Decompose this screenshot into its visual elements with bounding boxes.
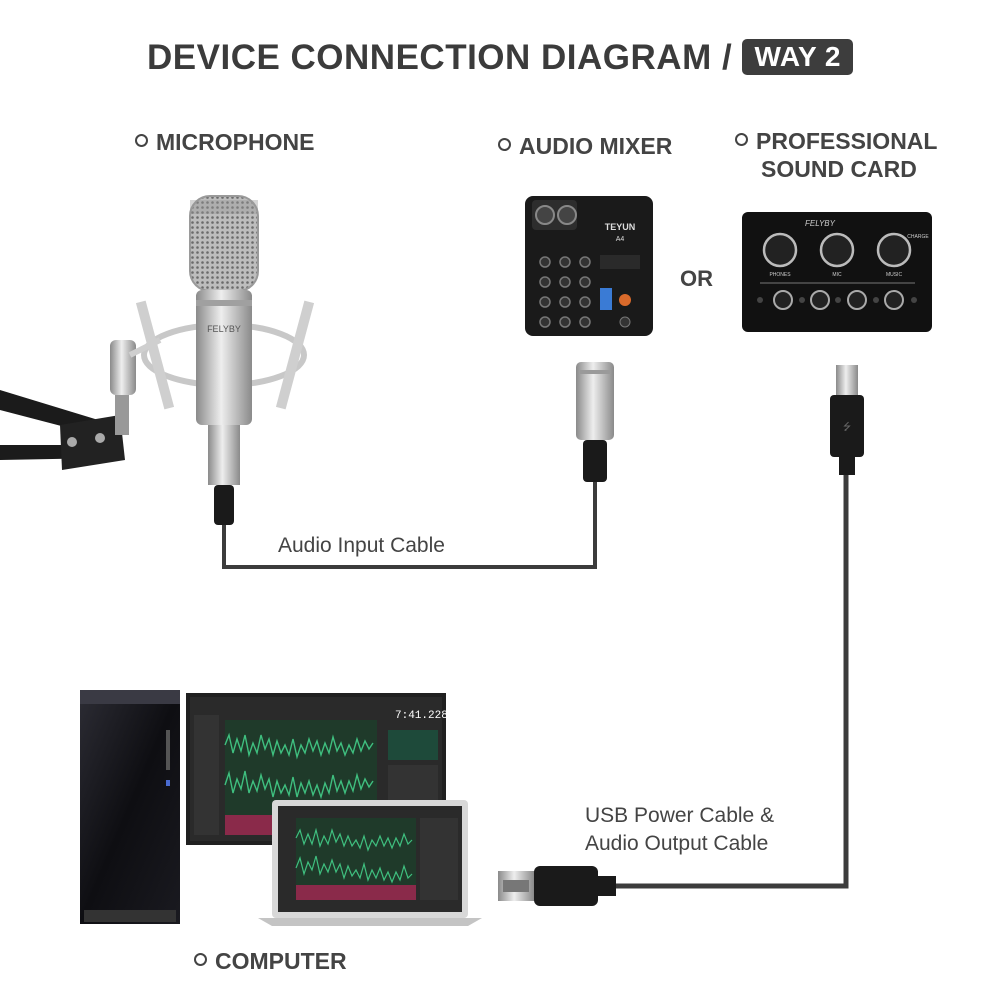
mixer-brand-text: TEYUN: [605, 222, 636, 232]
card-charge-text: CHARGE: [907, 234, 929, 240]
mixer-model-text: A4: [616, 236, 625, 243]
title-text: DEVICE CONNECTION DIAGRAM /: [147, 38, 733, 77]
usb-cable: [612, 470, 849, 889]
audio-input-cable: [222, 480, 597, 569]
way-badge: WAY 2: [742, 39, 853, 75]
usb-cable-label: USB Power Cable & Audio Output Cable: [585, 804, 775, 855]
computer-icon: 7:41.228: [80, 690, 482, 926]
mic-brand-text: FELYBY: [207, 324, 241, 334]
bullet-icon: [194, 953, 207, 966]
bullet-icon: [498, 138, 511, 151]
microphone-label: MICROPHONE: [135, 128, 314, 156]
mixer-label: AUDIO MIXER: [498, 132, 672, 160]
big-knobs: [762, 232, 912, 268]
bullet-icon: [135, 134, 148, 147]
xlr-connector-icon: [576, 362, 614, 482]
bullet-icon: [735, 133, 748, 146]
daw-time-text: 7:41.228: [395, 710, 448, 722]
computer-label: COMPUTER: [194, 947, 347, 975]
soundcard-label: PROFESSIONAL SOUND CARD: [735, 127, 937, 183]
usb-a-connector-icon: [498, 866, 616, 906]
card-brand-text: FELYBY: [805, 219, 836, 228]
or-label: OR: [680, 266, 713, 291]
microphone-icon: FELYBY: [0, 195, 315, 525]
svg-text:⭍: ⭍: [843, 421, 851, 433]
card-knob3-text: MUSIC: [886, 272, 903, 278]
diagram-title: DEVICE CONNECTION DIAGRAM / WAY 2: [0, 38, 1000, 78]
usb-b-connector-icon: ⭍: [830, 365, 864, 475]
card-knob1-text: PHONES: [769, 272, 791, 278]
audio-mixer-icon: TEYUN A4: [525, 196, 653, 336]
sound-card-icon: FELYBY PHONES MIC MUSIC CHARGE: [742, 212, 932, 332]
audio-input-cable-label: Audio Input Cable: [278, 534, 445, 557]
card-knob2-text: MIC: [832, 272, 842, 278]
